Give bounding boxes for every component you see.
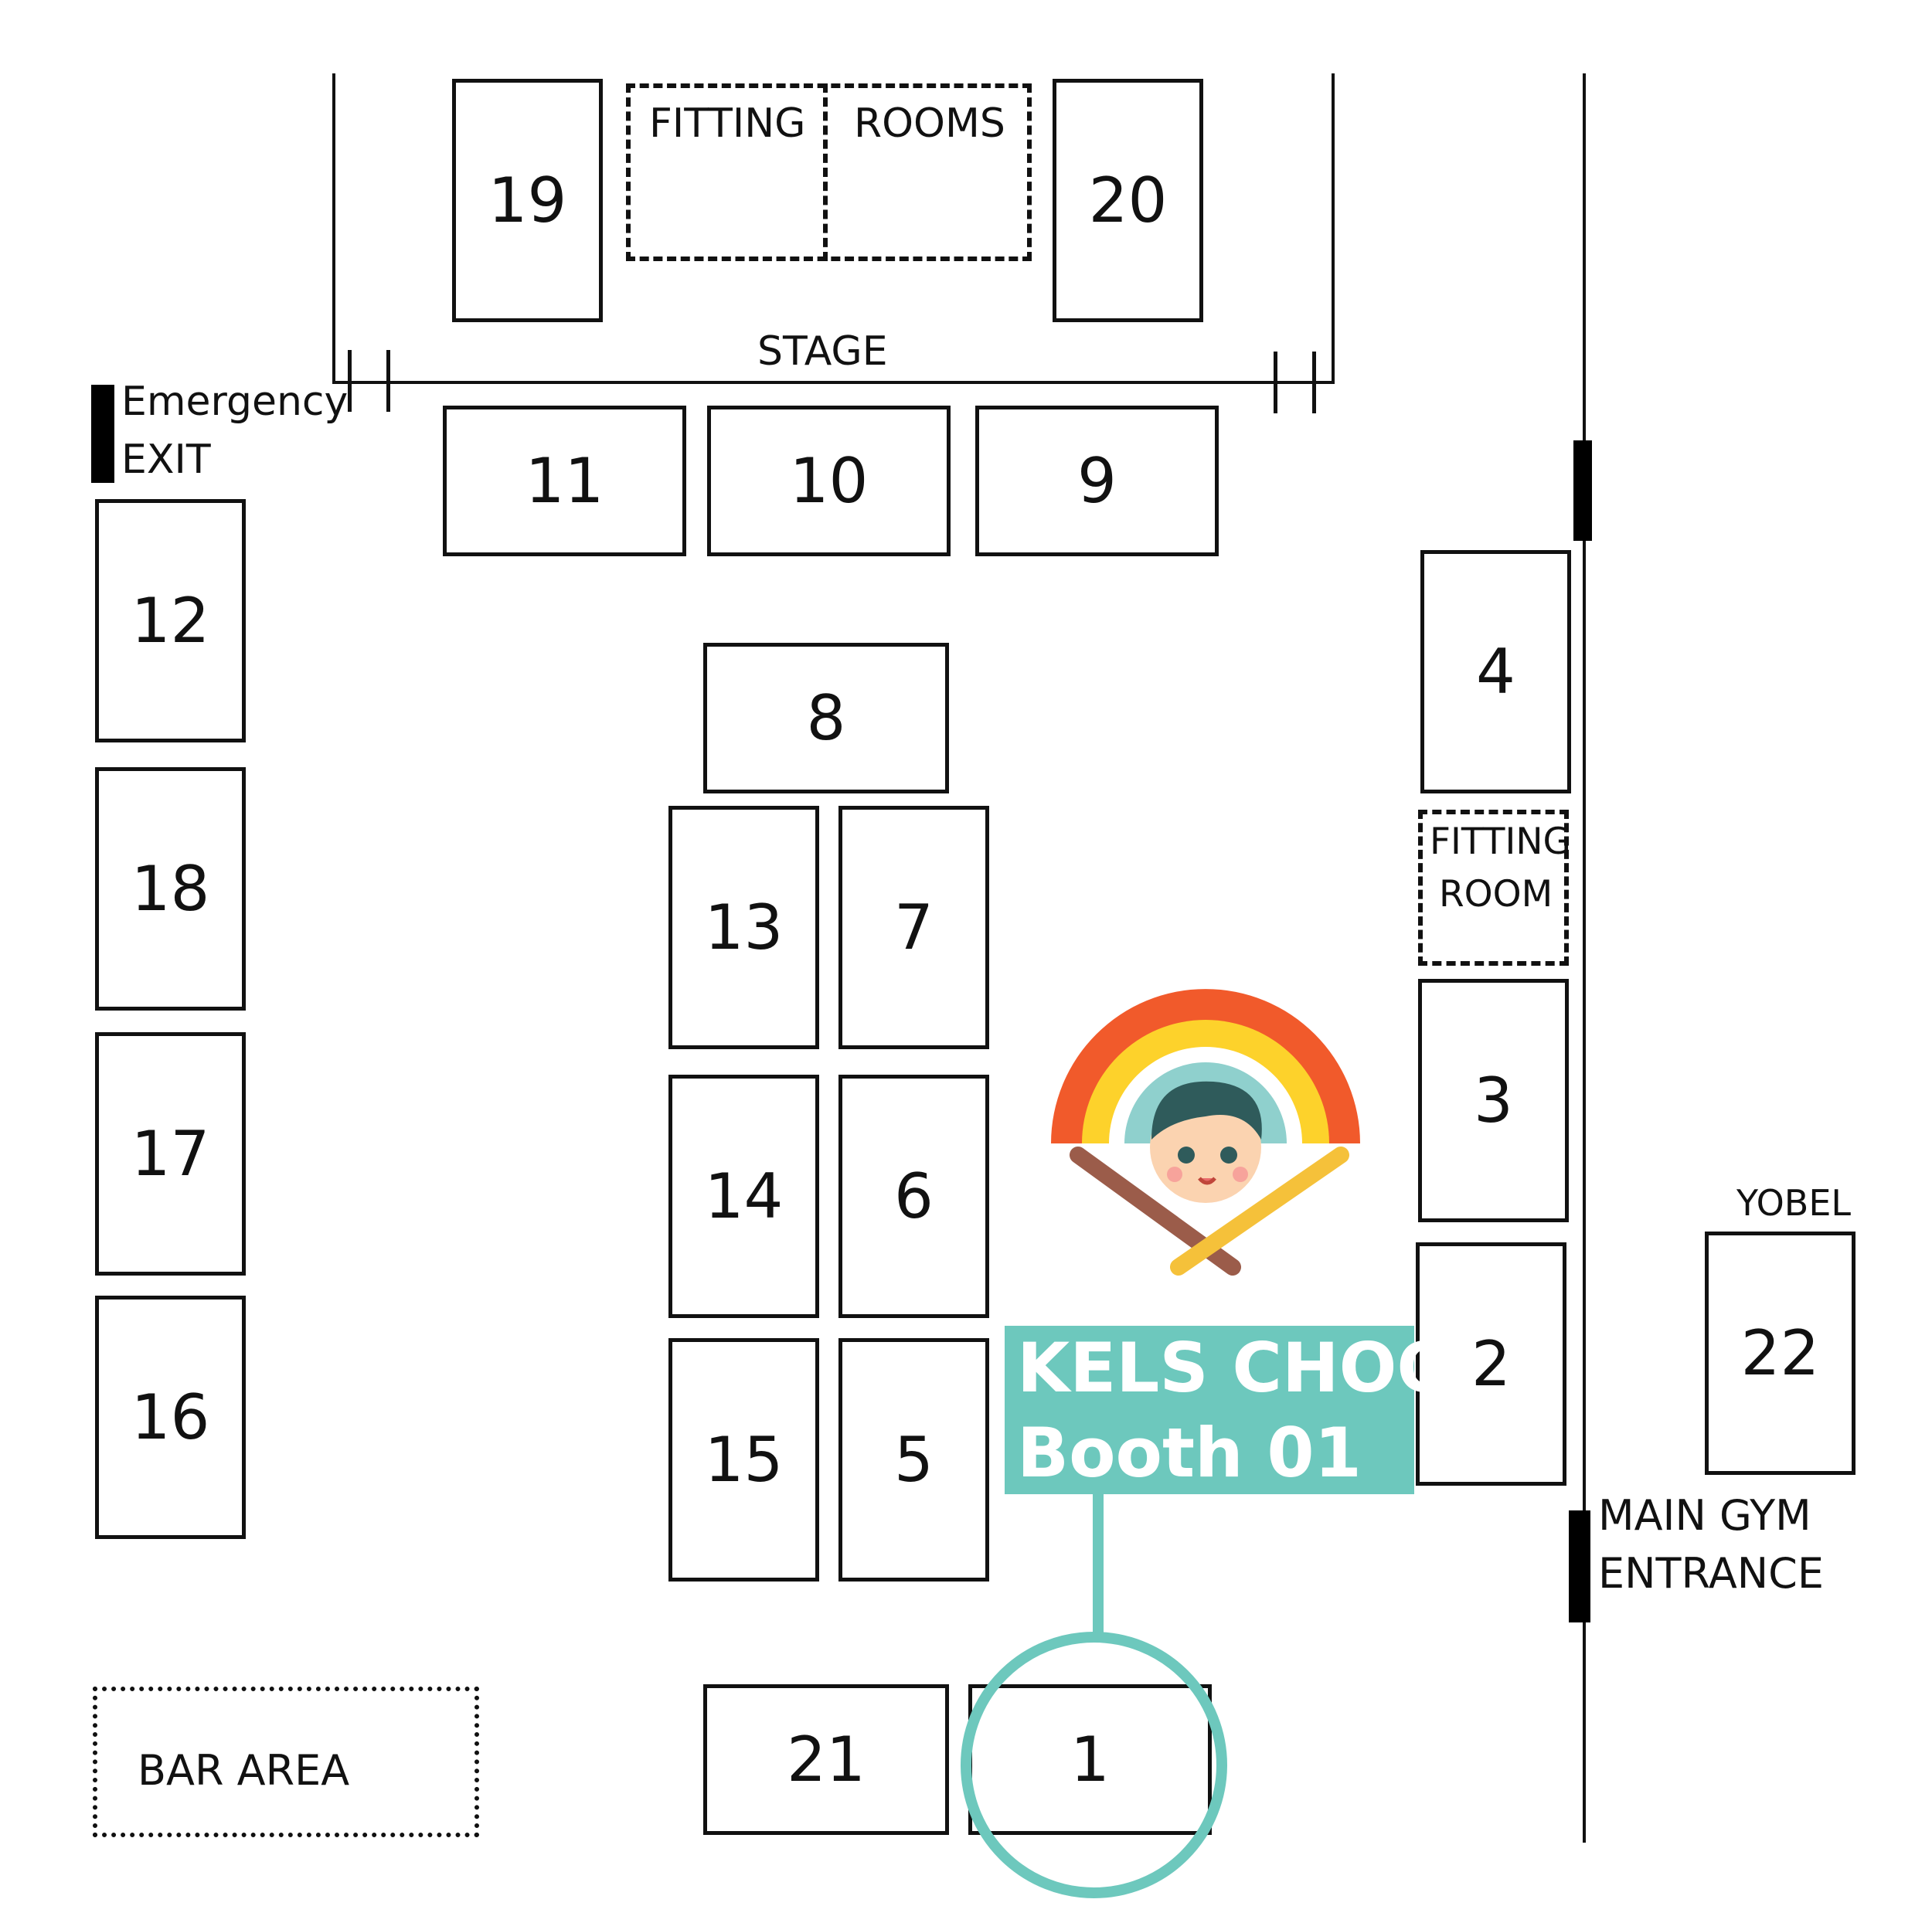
booth-number: 7: [894, 892, 934, 963]
booth-2[interactable]: 2: [1416, 1242, 1566, 1486]
booth-8[interactable]: 8: [703, 643, 949, 793]
main-entrance-door: [1569, 1510, 1590, 1622]
stage-front-line: [332, 381, 1335, 384]
exit-label: EXIT: [121, 437, 211, 483]
fitting-rooms-divider: [823, 83, 828, 261]
stage-wall-left: [332, 73, 335, 382]
booth-number: 3: [1474, 1065, 1513, 1136]
booth-16[interactable]: 16: [95, 1296, 246, 1539]
kid-cheek-right: [1233, 1167, 1248, 1182]
booth-number: 2: [1471, 1328, 1511, 1400]
booth-12[interactable]: 12: [95, 499, 246, 742]
fitting-room-label-line2: ROOM: [1439, 873, 1553, 916]
booth-3[interactable]: 3: [1418, 979, 1569, 1222]
yobel-label: YOBEL: [1736, 1182, 1852, 1224]
booth-number: 8: [806, 682, 846, 754]
entrance-label: ENTRANCE: [1598, 1549, 1824, 1598]
booth-5[interactable]: 5: [838, 1338, 989, 1582]
booth-19[interactable]: 19: [452, 79, 603, 322]
booth-22[interactable]: 22: [1705, 1232, 1855, 1475]
booth-4[interactable]: 4: [1420, 550, 1571, 793]
booth-20[interactable]: 20: [1053, 79, 1203, 322]
emergency-label: Emergency: [121, 379, 349, 425]
exhibitor-highlight-label: KELS CHOO Booth 01: [1005, 1326, 1455, 1494]
stage-wall-right: [1332, 73, 1335, 382]
booth-number: 11: [525, 445, 604, 517]
stage-step-left-2: [386, 350, 390, 412]
booth-number: 19: [488, 165, 567, 236]
fitting-room-label-line1: FITTING: [1430, 820, 1571, 863]
booth-number: 18: [131, 853, 210, 925]
booth-number: 15: [704, 1424, 784, 1496]
booth-number: 22: [1740, 1317, 1820, 1389]
kid-eye-left: [1178, 1147, 1195, 1164]
kid-cheek-left: [1167, 1167, 1182, 1182]
booth-13[interactable]: 13: [668, 806, 819, 1049]
booth-number: 20: [1088, 165, 1168, 236]
booth-number: 4: [1476, 636, 1515, 708]
booth-number: 17: [131, 1118, 210, 1190]
booth-10[interactable]: 10: [707, 406, 951, 556]
highlight-connector-line: [1093, 1493, 1104, 1639]
kid-hair: [1151, 1081, 1262, 1140]
exhibitor-name: KELS CHOO: [1017, 1328, 1455, 1408]
bar-area-label: BAR AREA: [138, 1746, 350, 1795]
booth-1-highlight-circle: [961, 1632, 1227, 1898]
stage-step-right-1: [1274, 352, 1277, 413]
stage-label: STAGE: [757, 328, 888, 375]
main-gym-label: MAIN GYM: [1598, 1491, 1811, 1540]
booth-number: 16: [131, 1381, 210, 1453]
booth-15[interactable]: 15: [668, 1338, 819, 1582]
stage-step-right-2: [1312, 352, 1316, 413]
kid-eye-right: [1220, 1147, 1237, 1164]
emergency-exit-door: [91, 385, 114, 483]
yellow-pencil-icon: [1170, 1147, 1349, 1276]
booth-17[interactable]: 17: [95, 1032, 246, 1276]
rooms-label: ROOMS: [854, 100, 1005, 147]
booth-14[interactable]: 14: [668, 1075, 819, 1318]
stage-step-left-1: [348, 350, 352, 412]
right-wall-line: [1583, 73, 1586, 1843]
booth-number: 21: [787, 1724, 866, 1796]
fitting-rooms-stage: [626, 83, 1032, 261]
bar-area: [93, 1687, 479, 1837]
booth-number: 9: [1077, 445, 1117, 517]
booth-11[interactable]: 11: [443, 406, 686, 556]
booth-9[interactable]: 9: [975, 406, 1219, 556]
booth-number: 5: [894, 1424, 934, 1496]
booth-21[interactable]: 21: [703, 1684, 949, 1835]
fitting-label: FITTING: [649, 100, 806, 147]
booth-18[interactable]: 18: [95, 767, 246, 1011]
kid-mouth: [1198, 1177, 1216, 1185]
booth-number: 12: [131, 585, 210, 657]
rainbow-kid-pencils-logo: [1043, 989, 1368, 1294]
fitting-room-right: [1418, 810, 1569, 966]
booth-number: 14: [704, 1160, 784, 1232]
right-wall-door-top: [1573, 440, 1592, 541]
booth-number: 13: [704, 892, 784, 963]
booth-6[interactable]: 6: [838, 1075, 989, 1318]
exhibitor-booth: Booth 01: [1017, 1413, 1362, 1493]
booth-number: 6: [894, 1160, 934, 1232]
booth-number: 10: [789, 445, 869, 517]
booth-7[interactable]: 7: [838, 806, 989, 1049]
